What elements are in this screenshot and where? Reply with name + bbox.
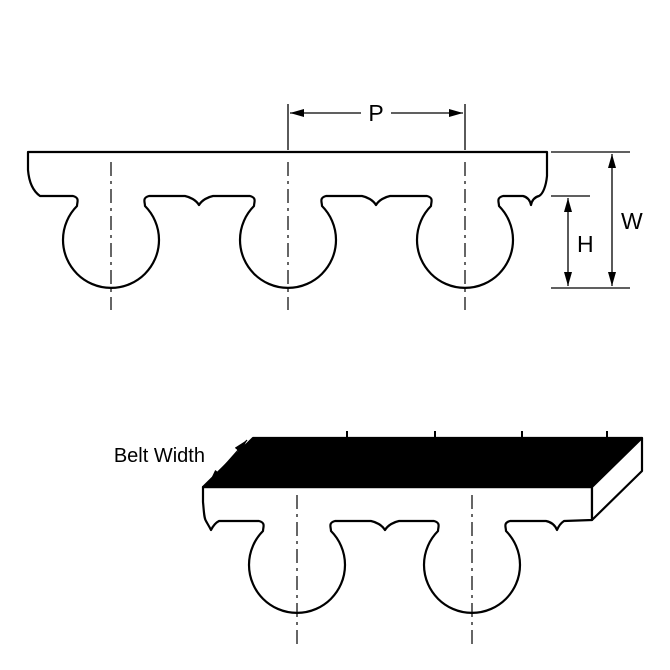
- tooth-height-label: H: [577, 231, 594, 257]
- belt-3d-end-face: [590, 436, 644, 522]
- belt-width-dimension-line: [208, 439, 248, 484]
- pitch-label: P: [368, 100, 383, 126]
- pitch-label-mask: [361, 100, 391, 126]
- belt-3d-top-face: [201, 436, 644, 489]
- width-label: W: [621, 208, 643, 234]
- belt-width-label: Belt Width: [114, 445, 205, 467]
- belt-3d-front-profile: [201, 485, 594, 614]
